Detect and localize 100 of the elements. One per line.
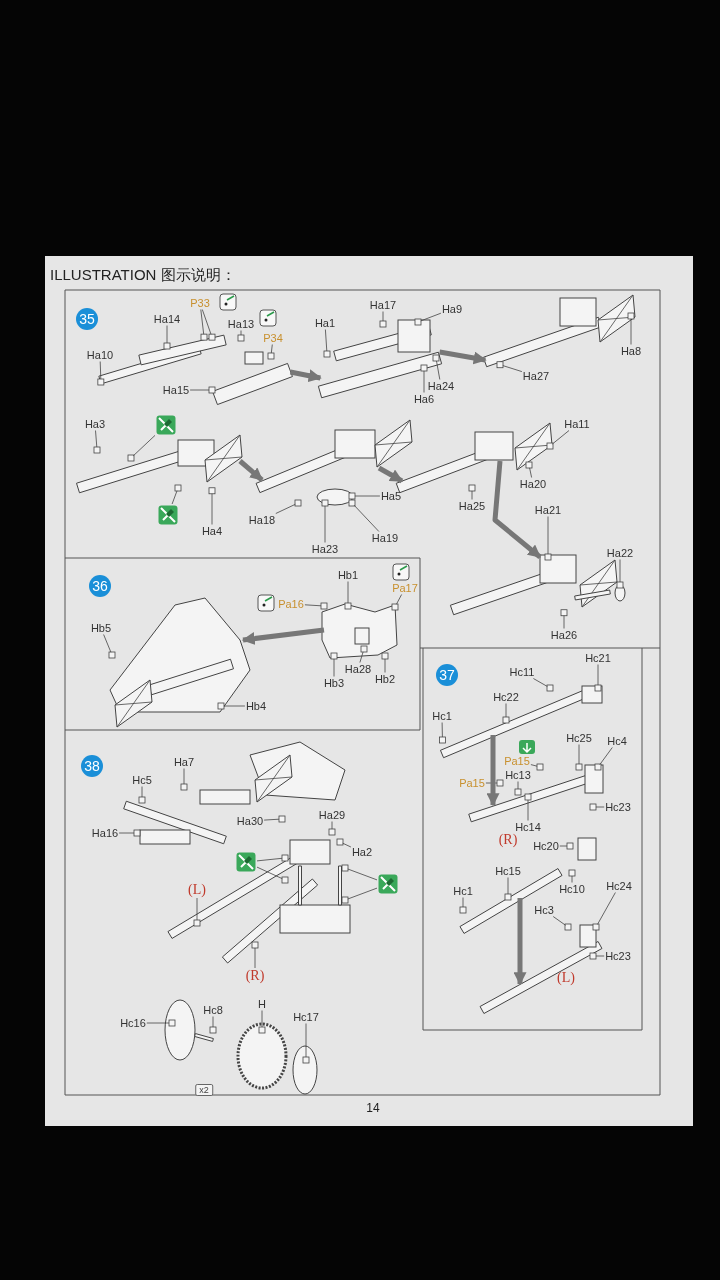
part-label: Ha27	[522, 370, 550, 382]
part-label: Pa15	[459, 777, 485, 789]
leader-line	[212, 1016, 214, 1028]
carriage-drawing	[123, 741, 346, 846]
leader-line	[396, 594, 402, 605]
leader-line	[118, 832, 135, 834]
part-label: Hc10	[559, 883, 585, 895]
trail-legs-drawing	[167, 839, 351, 964]
part-label: Hc14	[515, 821, 541, 833]
part-label: Ha19	[371, 532, 399, 544]
part-label: Hc16	[120, 1017, 146, 1029]
part-label: Hb2	[374, 673, 396, 685]
part-label: Hc4	[607, 735, 627, 747]
part-label: Hc1	[453, 885, 473, 897]
leader-line	[189, 389, 210, 391]
gun-barrel-drawing	[479, 923, 603, 1014]
leader-line	[529, 467, 532, 478]
part-label: Ha16	[91, 827, 119, 839]
part-label: Ha13	[227, 318, 255, 330]
part-label: P33	[190, 297, 210, 309]
wheel-drawing	[164, 999, 318, 1095]
leader-line	[275, 503, 296, 514]
leader-line	[200, 309, 205, 335]
leader-line	[423, 370, 425, 393]
gun-assembly-drawing	[395, 422, 554, 494]
part-label: Ha28	[344, 663, 372, 675]
part-label: Ha3	[84, 418, 106, 430]
page-title: ILLUSTRATION 图示说明：	[50, 266, 236, 285]
leader-line	[441, 722, 443, 738]
leader-line	[223, 705, 246, 707]
leader-line	[325, 329, 328, 352]
part-label: Ha1	[314, 317, 336, 329]
leader-line	[599, 747, 613, 765]
gun-assembly-drawing	[255, 419, 413, 507]
leader-line	[563, 615, 565, 629]
leader-line	[354, 495, 381, 497]
part-label: Ha22	[606, 547, 634, 559]
part-label: Hc3	[534, 904, 554, 916]
part-label: Hc24	[606, 880, 632, 892]
leader-line	[263, 818, 280, 821]
part-label: Pa15	[504, 755, 530, 767]
leader-line	[141, 786, 143, 798]
leader-line	[527, 799, 529, 821]
leader-line	[256, 857, 283, 862]
leader-line	[353, 504, 380, 532]
leader-line	[183, 768, 185, 785]
part-label: Hc23	[605, 801, 631, 813]
leader-line	[347, 887, 378, 900]
leader-line	[324, 505, 326, 543]
part-label: Ha11	[564, 418, 590, 430]
leader-line	[420, 312, 442, 322]
leader-line	[333, 658, 335, 677]
part-label: Ha17	[369, 299, 397, 311]
part-label: (R)	[245, 969, 265, 983]
part-label: Hb3	[323, 677, 345, 689]
leader-line	[201, 309, 212, 335]
leader-line	[530, 764, 538, 767]
part-label: Hc22	[493, 691, 519, 703]
leader-line	[507, 877, 509, 895]
leader-line	[552, 916, 566, 926]
leader-line	[382, 311, 384, 322]
leader-line	[471, 490, 473, 500]
leader-line	[331, 821, 333, 830]
part-label: Pa17	[392, 582, 418, 594]
leader-line	[436, 360, 441, 380]
leader-line	[505, 703, 507, 718]
part-label: Hb1	[337, 569, 359, 581]
direction-arrow	[289, 369, 322, 383]
direction-arrow	[492, 460, 542, 559]
leader-line	[342, 842, 352, 848]
part-label: Ha26	[550, 629, 578, 641]
part-label: Ha24	[427, 380, 455, 392]
leader-line	[254, 947, 256, 969]
part-label: Hb5	[90, 622, 112, 634]
leader-line	[595, 806, 605, 808]
part-label: Hc20	[533, 840, 559, 852]
part-label: Ha23	[311, 543, 339, 555]
leader-line	[256, 866, 283, 880]
part-label: Hc23	[605, 950, 631, 962]
leader-line	[211, 493, 213, 525]
leader-line	[578, 744, 580, 765]
leader-line	[597, 664, 599, 686]
leader-line	[304, 604, 322, 607]
leader-line	[462, 897, 464, 908]
leader-line	[595, 955, 605, 957]
direction-arrow	[241, 627, 325, 645]
leader-line	[103, 634, 112, 653]
leader-line	[305, 1023, 307, 1058]
leader-line	[619, 559, 621, 583]
leader-line	[533, 678, 548, 687]
leader-line	[359, 651, 364, 663]
side-label: (L)	[557, 970, 575, 986]
leader-line	[517, 781, 519, 790]
leader-line	[571, 875, 573, 883]
leader-line	[132, 435, 156, 457]
part-label: Ha8	[620, 345, 642, 357]
part-label: Hc15	[495, 865, 521, 877]
leader-line	[347, 868, 378, 881]
part-label: Hc25	[566, 732, 592, 744]
leader-line	[547, 516, 549, 555]
